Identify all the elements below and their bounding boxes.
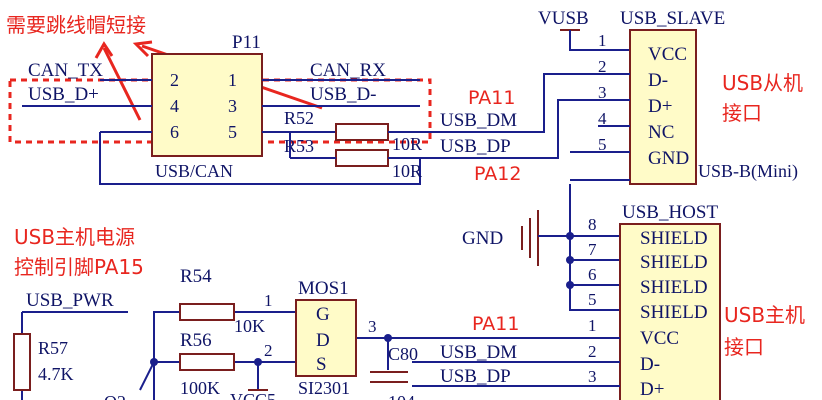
usb-slave-pin-num-1: 1 (598, 31, 607, 50)
usb-slave-pin-name-3: D+ (648, 96, 672, 117)
usb-host-pin-num-6: 6 (588, 265, 597, 284)
pa12-top: PA12 (474, 163, 521, 185)
r53-body (335, 149, 389, 167)
usb-host-pins: 8 7 6 5 1 2 3 SHIELD SHIELD SHIELD SHIEL… (588, 215, 708, 400)
usb-slave-pin-num-2: 2 (598, 57, 607, 76)
host-interface-line2: 接口 (724, 335, 764, 359)
usb-slave-pin-name-4: NC (648, 122, 674, 143)
host-power-line1: USB主机电源 (14, 225, 135, 249)
r52-value: 10R (392, 134, 422, 154)
host-interface-line1: USB主机 (724, 303, 805, 327)
usb-host-pin-name-3: D+ (640, 379, 664, 400)
usb-slave-pin-num-5: 5 (598, 135, 607, 154)
r52-body (335, 123, 389, 141)
p11-pin-2: 2 (170, 70, 179, 90)
mosfet-ref: MOS1 (298, 278, 349, 299)
usb-host-pin-num-1: 1 (588, 316, 597, 335)
r57-value: 4.7K (38, 364, 74, 384)
usb-slave-pin-num-3: 3 (598, 83, 607, 102)
usb-slave-body (629, 29, 697, 185)
usb-host-pin-name-8: SHIELD (640, 228, 708, 249)
usb-slave-pin-name-5: GND (648, 148, 689, 169)
p11-label: USB/CAN (155, 161, 233, 181)
gnd-label: GND (462, 228, 503, 249)
mosfet-pin-num-1: 1 (264, 291, 273, 310)
host-power-line2: 控制引脚PA15 (14, 255, 144, 279)
r54-body (179, 303, 235, 321)
vusb-label: VUSB (538, 8, 589, 29)
usb-host-body (619, 223, 721, 400)
capacitor-ref: C80 (388, 344, 418, 364)
r52-r53-wires (289, 73, 598, 159)
r54-value: 10K (234, 316, 265, 336)
p11-wires (22, 79, 421, 185)
usb-slave-pin-num-4: 4 (598, 109, 607, 128)
net-usb-dp-top: USB_DP (440, 136, 511, 157)
gnd-symbol (521, 184, 620, 311)
r57-body (13, 333, 31, 391)
usb-host-pin-num-3: 3 (588, 367, 597, 386)
vusb-symbol (560, 29, 630, 51)
net-usb-dminus: USB_D- (310, 84, 377, 105)
usb-host-title: USB_HOST (622, 202, 718, 223)
usb-host-pin-name-5: SHIELD (640, 302, 708, 323)
net-usb-dp-bottom: USB_DP (440, 366, 511, 387)
r56-body (179, 353, 235, 371)
usb-host-pin-name-1: VCC (640, 328, 679, 349)
r57-ref: R57 (38, 338, 68, 358)
pa11-bottom: PA11 (472, 313, 519, 335)
net-can-tx: CAN_TX (28, 60, 103, 81)
usb-slave-type: USB-B(Mini) (698, 161, 798, 182)
usb-slave-title: USB_SLAVE (620, 8, 725, 29)
usb-host-pin-num-8: 8 (588, 215, 597, 234)
q2-ref: Q2 (104, 392, 126, 400)
p11-pin-6: 6 (170, 122, 179, 142)
mosfet-pin-g: G (316, 304, 330, 325)
mosfet-pin-num-3: 3 (368, 317, 377, 336)
jumper-note: 需要跳线帽短接 (6, 13, 146, 37)
usb-host-pin-num-5: 5 (588, 290, 597, 309)
usb-slave-pin-name-2: D- (648, 70, 668, 91)
r53-ref: R53 (284, 136, 314, 156)
p11-pin-5: 5 (228, 122, 237, 142)
usb-host-pin-num-2: 2 (588, 342, 597, 361)
r53-value: 10R (392, 161, 422, 181)
p11-pin-4: 4 (170, 96, 179, 116)
usb-slave-pins: 1 2 3 4 5 VCC D- D+ NC GND (598, 31, 689, 169)
usb-host-pin-name-2: D- (640, 354, 660, 375)
p11-pin-1: 1 (228, 70, 237, 90)
mosfet-pin-s: S (316, 354, 327, 375)
p11-pin-3: 3 (228, 96, 237, 116)
capacitor-value: 104 (388, 392, 415, 400)
mosfet-pin-d: D (316, 330, 330, 351)
p11-body (151, 53, 263, 157)
usb-slave-pin-wires (570, 73, 630, 181)
mosfet-pin-num-2: 2 (264, 341, 273, 360)
r56-value: 100K (180, 378, 220, 398)
pa11-top: PA11 (468, 87, 515, 109)
r56-ref: R56 (180, 330, 212, 351)
net-usb-dm-top: USB_DM (440, 110, 517, 131)
mosfet-part: SI2301 (298, 378, 350, 398)
net-can-rx: CAN_RX (310, 60, 386, 81)
p11-ref: P11 (232, 32, 261, 53)
usb-host-pin-name-7: SHIELD (640, 252, 708, 273)
usb-pwr-label: USB_PWR (26, 290, 114, 311)
capacitor-symbol (370, 371, 408, 383)
net-usb-dplus: USB_D+ (28, 84, 99, 105)
r52-ref: R52 (284, 108, 314, 128)
r54-ref: R54 (180, 266, 212, 287)
usb-slave-pin-name-1: VCC (648, 44, 687, 65)
usb-host-pin-num-7: 7 (588, 240, 597, 259)
slave-interface-line1: USB从机 (722, 71, 803, 95)
net-usb-dm-bottom: USB_DM (440, 342, 517, 363)
vcc5-label: VCC5 (230, 390, 276, 400)
mosfet-body (295, 299, 357, 377)
usb-host-pin-name-6: SHIELD (640, 277, 708, 298)
slave-interface-line2: 接口 (722, 101, 762, 125)
